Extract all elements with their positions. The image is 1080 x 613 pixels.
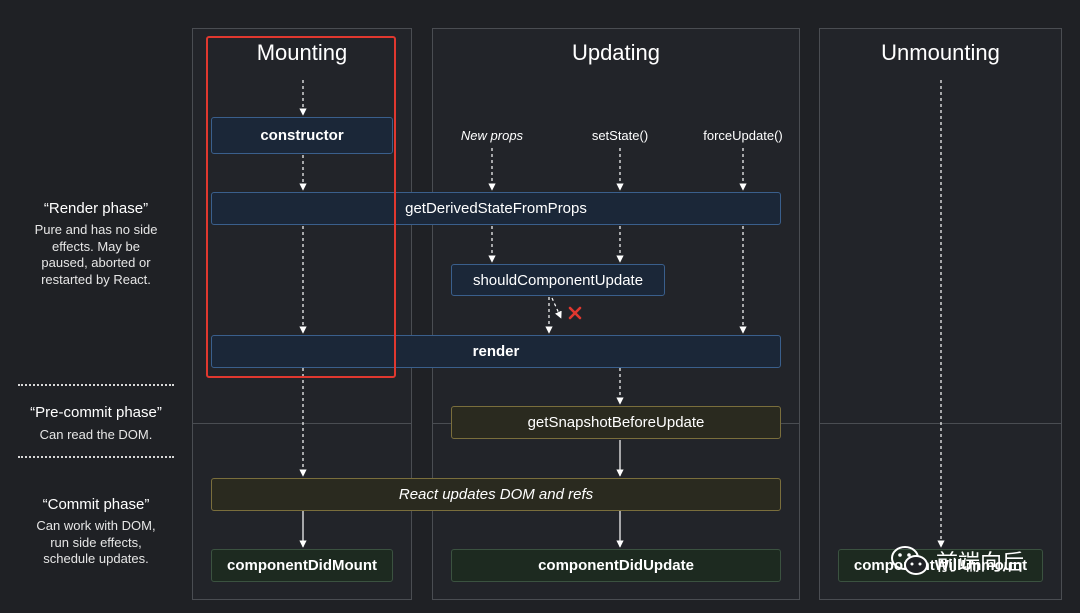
watermark-text: 前端向后 [936,550,1025,575]
trigger-new-props: New props [460,128,524,143]
commit-phase-line: Can work with DOM, [36,518,156,533]
render-box: render [211,335,781,368]
commit-phase-line: run side effects, [50,534,142,550]
precommit-phase-line: Can read the DOM. [39,427,153,442]
render-phase-title: “Render phase” [43,200,149,217]
precommit-phase-description: Can read the DOM. [10,427,182,444]
render-phase-line: restarted by React. [41,271,151,287]
mounting-highlight-frame [206,36,396,378]
get-snapshot-box: getSnapshotBeforeUpdate [451,406,781,439]
commit-phase-line: schedule updates. [43,551,149,566]
component-did-update-box: componentDidUpdate [451,549,781,582]
component-did-mount-box: componentDidMount [211,549,393,582]
render-precommit-separator [18,384,174,386]
render-phase-line: effects. May be [52,238,140,254]
commit-phase-title: “Commit phase” [42,496,150,513]
trigger-set-state: setState() [591,128,649,143]
constructor-box: constructor [211,117,393,154]
watermark: 前端向后 [890,544,1024,578]
trigger-force-update: forceUpdate() [703,128,783,143]
updating-title: Updating [571,40,661,65]
mounting-commit-divider [193,423,411,424]
component-will-unmount-box: componentWillUnmount [838,549,1043,582]
precommit-commit-separator [18,456,174,458]
unmounting-title: Unmounting [881,40,1000,65]
render-phase-line: paused, aborted or [41,255,151,270]
render-phase-description: Pure and has no side effects. May be pau… [10,222,182,288]
should-component-update-box: shouldComponentUpdate [451,264,665,296]
get-derived-state-box: getDerivedStateFromProps [211,192,781,225]
arrow-should-false [551,297,562,319]
react-updates-dom-box: React updates DOM and refs [211,478,781,511]
cross-icon [568,306,582,320]
mounting-title: Mounting [256,40,348,65]
wechat-icon [891,546,928,575]
commit-phase-description: Can work with DOM, run side effects, sch… [10,518,182,568]
precommit-phase-title: “Pre-commit phase” [30,404,162,421]
render-phase-line: Pure and has no side [34,222,158,237]
